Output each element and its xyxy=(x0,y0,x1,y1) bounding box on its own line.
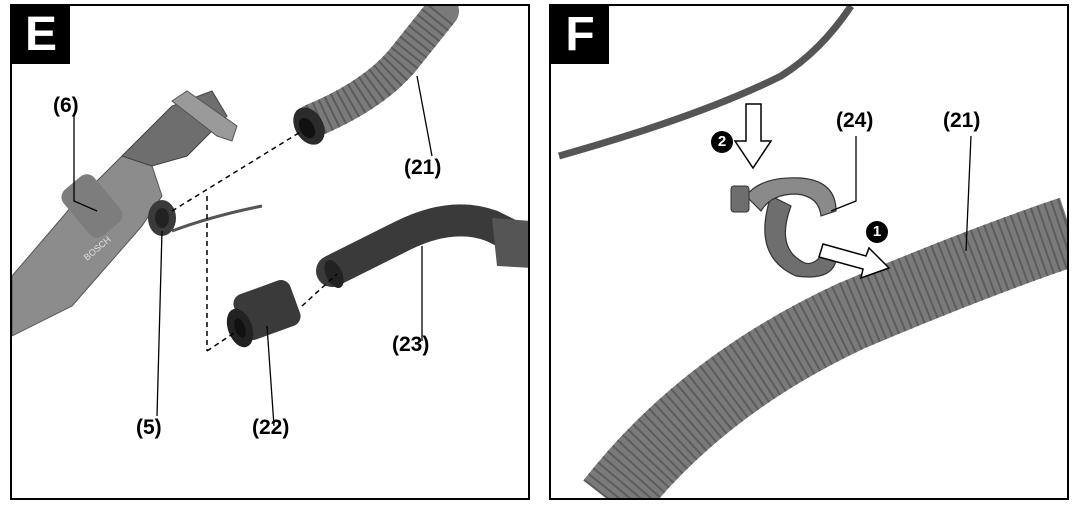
power-tool: BOSCH xyxy=(12,90,263,337)
suction-hose-21 xyxy=(583,197,1067,498)
adapter-22 xyxy=(226,280,301,348)
label-part-24: (24) xyxy=(836,109,874,132)
panel-f-illustration xyxy=(558,6,1067,498)
panel-e: BOSCH xyxy=(10,4,530,500)
panel-letter-f: F xyxy=(551,6,609,64)
label-part-23: (23) xyxy=(392,333,430,356)
label-part-22: (22) xyxy=(252,416,290,439)
suction-hose-21 xyxy=(293,6,459,145)
label-part-5: (5) xyxy=(136,416,162,439)
callout-leaders xyxy=(830,135,972,252)
arrow-step-2 xyxy=(733,103,773,170)
panel-f: F (24) (21) 2 1 xyxy=(549,4,1069,500)
callout-leaders xyxy=(73,75,433,427)
panel-e-illustration: BOSCH xyxy=(12,6,528,427)
hose-clip-24 xyxy=(730,177,837,278)
step-2-badge: 2 xyxy=(711,131,733,153)
arrow-step-1 xyxy=(818,243,891,280)
label-part-6: (6) xyxy=(53,94,79,117)
adapter-23 xyxy=(316,204,528,289)
label-part-21-f: (21) xyxy=(943,109,981,132)
assembly-guide-lines xyxy=(171,130,338,352)
step-1-badge: 1 xyxy=(866,221,888,243)
label-part-21: (21) xyxy=(404,156,442,179)
power-cable xyxy=(558,6,854,160)
panel-letter-e: E xyxy=(12,6,70,64)
